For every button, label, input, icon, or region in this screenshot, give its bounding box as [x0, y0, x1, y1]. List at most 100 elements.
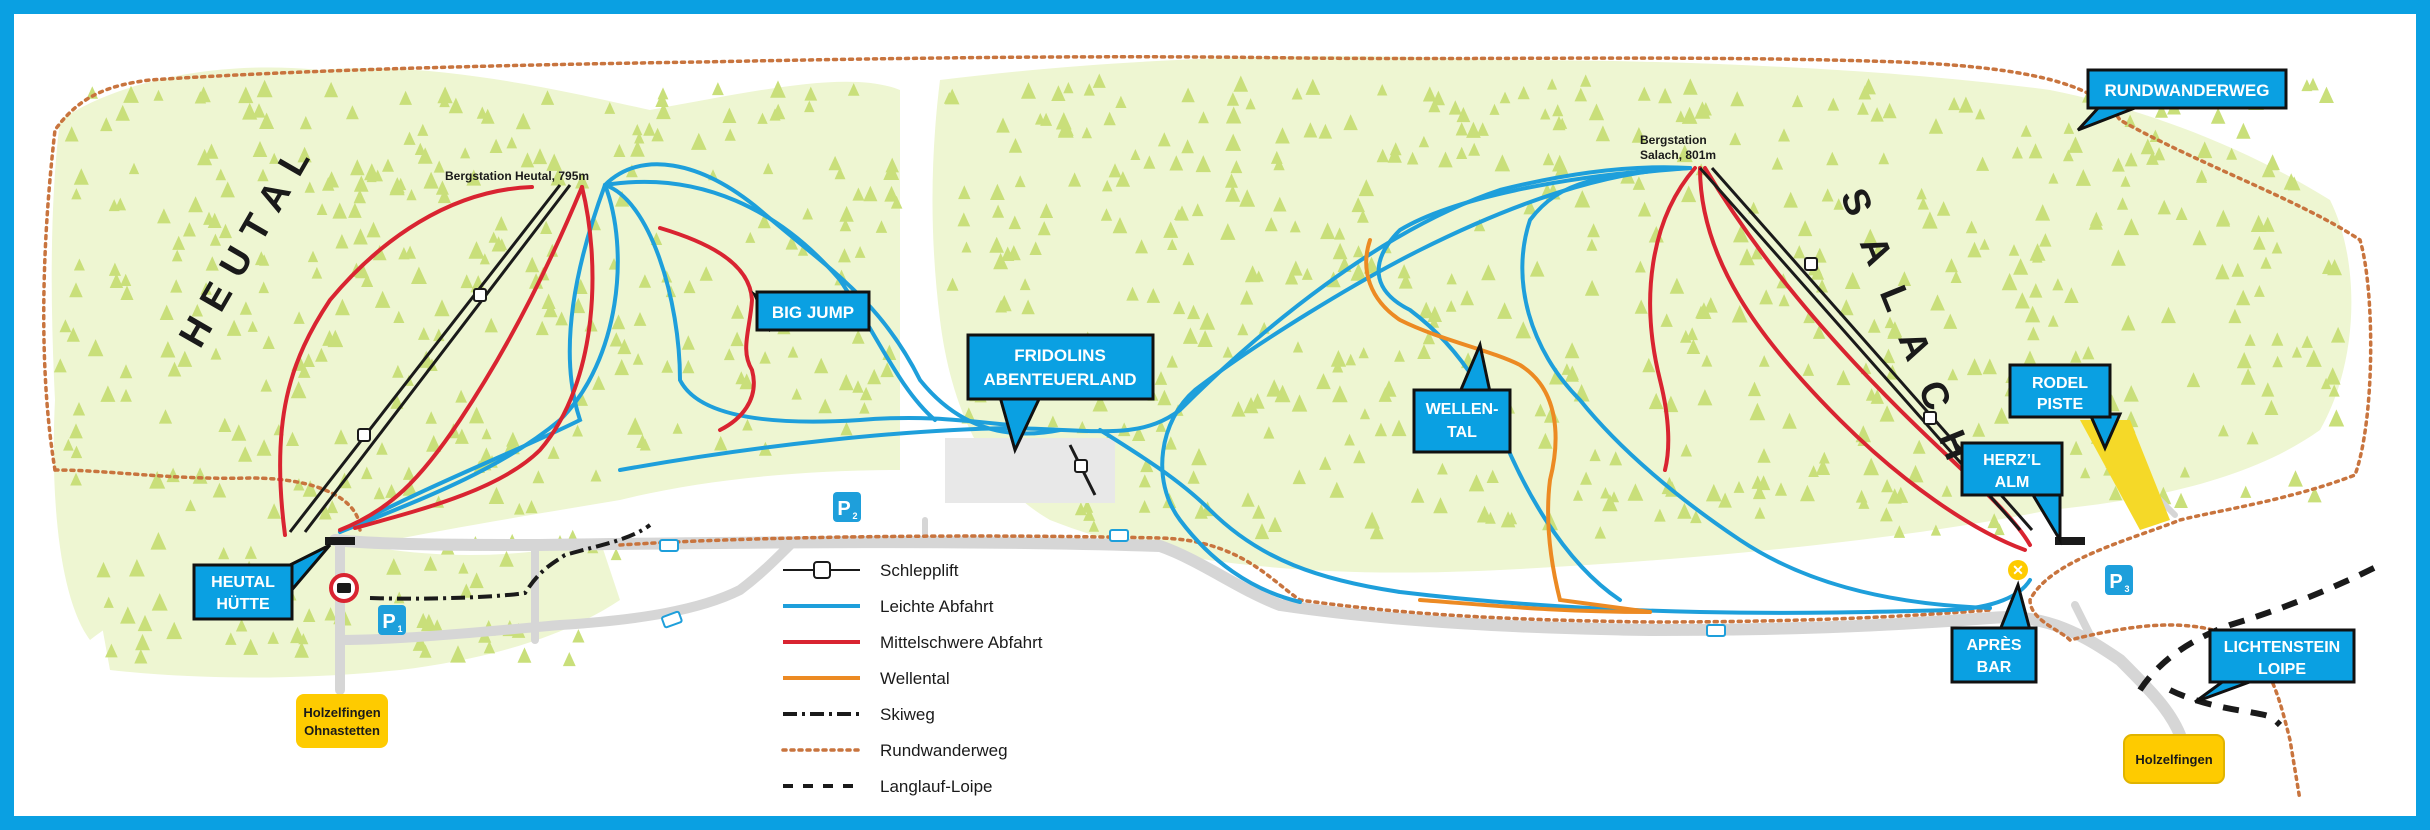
tree — [683, 280, 696, 294]
tree — [460, 147, 471, 159]
tree — [818, 398, 832, 414]
rodel-piste — [2080, 420, 2170, 530]
tree — [1729, 132, 1742, 146]
tree — [1865, 388, 1878, 401]
tree — [1391, 419, 1407, 437]
tree — [1014, 175, 1026, 188]
tree — [412, 634, 428, 651]
tree — [1381, 380, 1397, 397]
tree — [1791, 94, 1804, 108]
tree — [2064, 287, 2079, 303]
tree — [1893, 525, 1906, 538]
tree — [1987, 513, 2001, 529]
tree — [1318, 123, 1333, 139]
tree — [468, 241, 485, 259]
tree — [120, 606, 136, 624]
tree — [851, 329, 865, 344]
tree — [854, 246, 866, 258]
tree — [1394, 349, 1405, 362]
tree — [1468, 474, 1485, 492]
tree — [1112, 217, 1128, 234]
tree — [884, 185, 899, 202]
tree — [1798, 220, 1813, 237]
tree — [863, 185, 878, 202]
tree — [1631, 127, 1647, 143]
run-red-heutal-3 — [353, 185, 595, 530]
tree — [1589, 448, 1601, 462]
tree — [1083, 507, 1096, 521]
parking-p3-box — [2105, 565, 2133, 595]
tree — [499, 550, 514, 567]
tree — [2254, 285, 2265, 297]
tree — [402, 466, 415, 480]
langlauf-loipe — [2137, 562, 2382, 692]
tree — [2215, 263, 2230, 280]
tree — [532, 470, 545, 484]
tree — [1225, 173, 1238, 188]
tree — [120, 388, 132, 402]
tree — [1195, 155, 1211, 173]
tree — [298, 364, 311, 378]
road-arrow-3 — [661, 610, 683, 629]
tree — [1542, 152, 1555, 166]
tree — [1839, 299, 1854, 316]
tree — [411, 266, 427, 284]
tree — [307, 250, 319, 263]
tree — [1174, 208, 1185, 220]
tree — [364, 163, 380, 181]
tree — [1695, 305, 1707, 319]
tree — [2075, 169, 2091, 186]
tree — [1194, 504, 1208, 519]
fridolins-area — [945, 438, 1115, 503]
tree — [167, 361, 182, 377]
tree — [722, 107, 737, 123]
tree — [1357, 209, 1369, 223]
tree — [1948, 97, 1961, 111]
tree — [350, 159, 365, 176]
tree — [1994, 523, 2005, 536]
tree — [555, 311, 568, 326]
tree — [335, 234, 349, 249]
tree — [71, 188, 82, 200]
tree — [1330, 350, 1347, 367]
tree — [682, 359, 695, 374]
tree — [1448, 100, 1462, 115]
tree — [1635, 260, 1646, 273]
tree — [890, 195, 903, 209]
tree — [1523, 199, 1537, 215]
tree — [2174, 492, 2188, 508]
tree — [149, 471, 166, 489]
tree — [1683, 78, 1698, 95]
tree — [1658, 87, 1672, 104]
road-p3 — [2071, 601, 2094, 639]
tree — [294, 641, 309, 658]
lift-marker-3 — [1804, 257, 1818, 271]
tree — [259, 112, 275, 129]
tree — [1456, 107, 1471, 123]
tree — [655, 92, 669, 107]
tree — [1292, 469, 1306, 485]
tree — [1758, 355, 1770, 367]
lift-marker-5 — [1074, 459, 1088, 473]
run-blue-heutal-3 — [603, 183, 1012, 427]
tree — [634, 132, 645, 144]
tree — [699, 266, 713, 281]
sign-holzelfingen-ohnastetten-box — [296, 694, 388, 748]
tree — [73, 258, 85, 271]
tree — [403, 131, 416, 145]
tree — [1155, 420, 1167, 432]
callout-herzl-box — [1960, 441, 2064, 497]
tree — [1374, 422, 1387, 437]
tree — [153, 89, 164, 101]
tree — [1254, 523, 1270, 540]
run-red-salach-2 — [1698, 166, 2027, 552]
tree — [802, 207, 813, 220]
tree — [791, 388, 802, 400]
tree — [197, 148, 213, 166]
tree — [1928, 118, 1944, 134]
run-blue-salach-2 — [1520, 166, 1992, 610]
tree — [252, 103, 266, 118]
tree — [1358, 347, 1369, 359]
tree — [218, 547, 230, 560]
